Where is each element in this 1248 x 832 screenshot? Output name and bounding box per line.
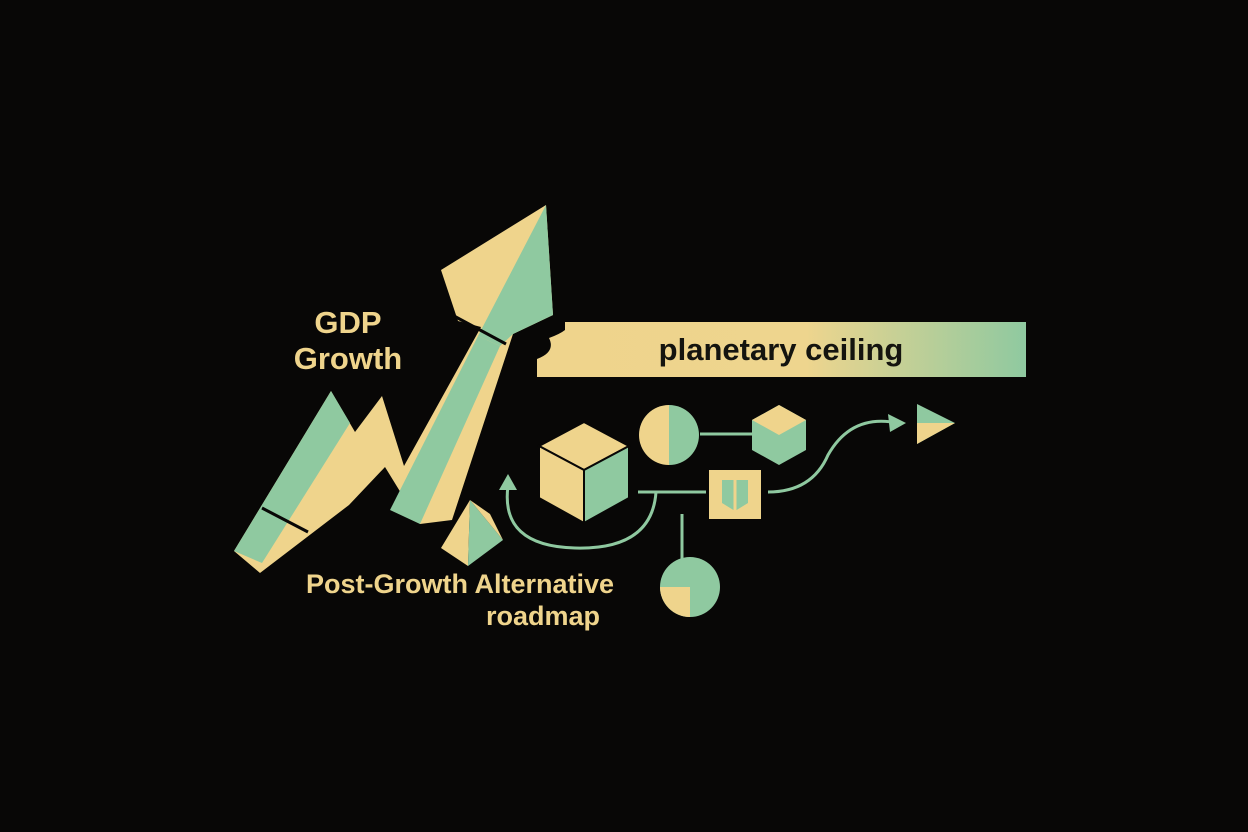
pie-circle-icon <box>660 557 720 617</box>
triangle-flag-icon <box>917 404 955 444</box>
gdp-growth-label: GDP Growth <box>268 305 428 377</box>
curved-arrow-icon <box>499 474 658 550</box>
planetary-ceiling-label: planetary ceiling <box>658 332 904 367</box>
hexagon-icon <box>752 405 806 465</box>
post-growth-label: Post-Growth Alternative <box>306 569 615 599</box>
curved-arrow-icon <box>767 414 906 494</box>
cube-icon <box>536 420 632 525</box>
open-box-icon <box>709 470 761 519</box>
planetary-ceiling-bar <box>537 322 1026 377</box>
pyramid-icon <box>441 500 503 566</box>
gdp-label-line1: GDP <box>314 305 382 340</box>
roadmap-label: roadmap <box>486 601 601 631</box>
growth-arrow <box>234 205 553 573</box>
gdp-label-line2: Growth <box>293 341 403 376</box>
half-circle-icon <box>639 405 699 465</box>
